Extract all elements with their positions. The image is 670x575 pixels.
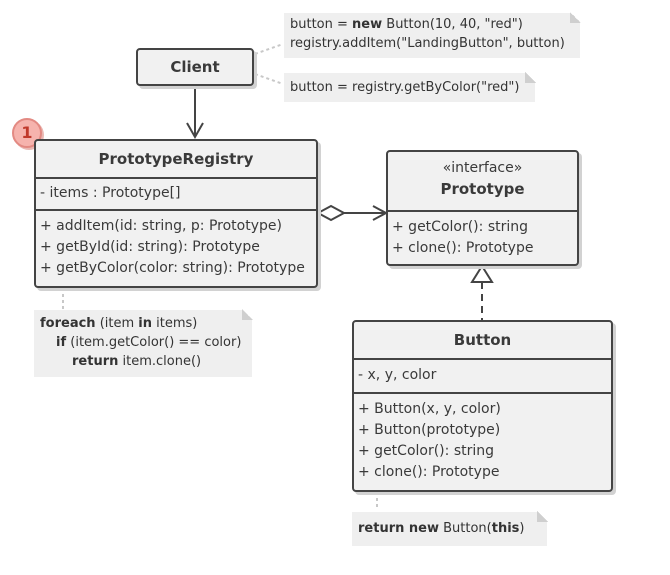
button-method-constructor-prototype: + Button(prototype) — [358, 422, 501, 438]
registry-method-add-item: + addItem(id: string, p: Prototype) — [40, 218, 282, 234]
client-note-connector-bottom — [254, 73, 284, 85]
prototype-method-clone: + clone(): Prototype — [392, 240, 534, 256]
client-to-registry-arrowhead — [186, 122, 204, 140]
button-code-line: return new Button(this) — [358, 521, 525, 536]
registry-method-get-by-id: + getById(id: string): Prototype — [40, 239, 260, 255]
prototype-stereotype: «interface» — [442, 160, 523, 176]
button-class-box: Button - x, y, color + Button(x, y, colo… — [352, 320, 613, 492]
registry-code-line-2: if (item.getColor() == color) — [56, 335, 242, 350]
prototype-interface-header: «interface» Prototype — [388, 152, 577, 210]
client-box: Client — [136, 48, 254, 86]
registry-code-line-3: return item.clone() — [72, 354, 202, 369]
client-note-connector-top — [254, 43, 284, 55]
prototype-registry-methods: + addItem(id: string, p: Prototype) + ge… — [36, 209, 316, 286]
prototype-title: Prototype — [440, 180, 525, 198]
realization-triangle — [470, 264, 494, 283]
client-title: Client — [170, 58, 220, 76]
prototype-method-get-color: + getColor(): string — [392, 219, 529, 235]
client-get-note: button = registry.getByColor("red") — [284, 72, 536, 102]
prototype-interface-methods: + getColor(): string + clone(): Prototyp… — [388, 210, 577, 264]
button-field-x-y-color: - x, y, color — [358, 367, 437, 383]
button-method-clone: + clone(): Prototype — [358, 464, 500, 480]
prototype-registry-box: PrototypeRegistry - items : Prototype[] … — [34, 139, 318, 288]
aggregation-diamond — [315, 204, 347, 222]
registry-method-get-by-color: + getByColor(color: string): Prototype — [40, 260, 305, 276]
client-add-note-line-1: button = new Button(10, 40, "red") — [290, 17, 523, 32]
prototype-registry-title: PrototypeRegistry — [98, 150, 254, 168]
registry-code-note: foreach (item in items) if (item.getColo… — [34, 309, 253, 377]
registry-field-items: - items : Prototype[] — [40, 185, 181, 201]
button-class-methods: + Button(x, y, color) + Button(prototype… — [354, 392, 611, 490]
button-method-get-color: + getColor(): string — [358, 443, 495, 459]
button-code-note: return new Button(this) — [352, 511, 548, 546]
button-class-title: Button — [453, 331, 512, 349]
button-class-fields: - x, y, color — [354, 358, 611, 392]
client-add-note: button = new Button(10, 40, "red") regis… — [284, 12, 581, 58]
client-get-note-line-1: button = registry.getByColor("red") — [290, 80, 520, 95]
registry-code-line-1: foreach (item in items) — [40, 316, 198, 331]
prototype-interface-box: «interface» Prototype + getColor(): stri… — [386, 150, 579, 266]
button-method-constructor-values: + Button(x, y, color) — [358, 401, 501, 417]
prototype-registry-fields: - items : Prototype[] — [36, 177, 316, 209]
client-add-note-line-2: registry.addItem("LandingButton", button… — [290, 36, 565, 51]
